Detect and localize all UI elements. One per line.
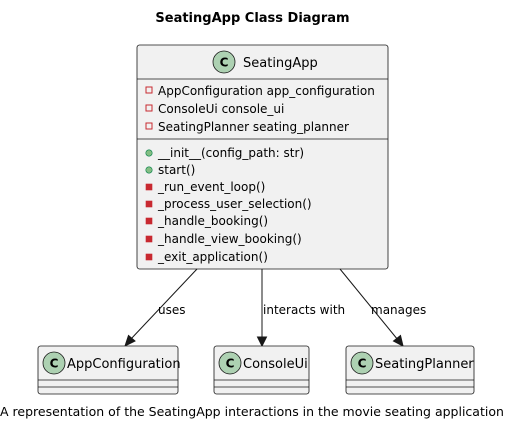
svg-text:C: C — [220, 56, 229, 70]
attribute: AppConfiguration app_configuration — [158, 84, 375, 98]
method-list: __init__(config_path: str) start() _run_… — [145, 146, 312, 264]
relation-label: manages — [371, 303, 426, 317]
relation-label: interacts with — [263, 303, 345, 317]
private-method-icon — [145, 200, 153, 208]
private-method-icon — [145, 253, 153, 261]
method: start() — [158, 163, 195, 177]
relation-manages: manages — [339, 268, 426, 347]
method: _run_event_loop() — [157, 180, 265, 194]
arrowhead-icon — [124, 334, 136, 347]
svg-text:C: C — [358, 357, 367, 371]
diagram-caption: A representation of the SeatingApp inter… — [0, 404, 505, 419]
arrowhead-icon — [256, 336, 268, 348]
class-seatingplanner[interactable]: C SeatingPlanner — [345, 345, 475, 395]
class-seatingapp[interactable]: C SeatingApp AppConfiguration app_config… — [136, 44, 389, 270]
method: _process_user_selection() — [157, 197, 312, 211]
class-name: SeatingApp — [243, 56, 318, 71]
relation-interacts-with: interacts with — [256, 269, 345, 348]
public-method-icon — [145, 166, 153, 174]
class-name: AppConfiguration — [67, 357, 181, 372]
class-consoleui[interactable]: C ConsoleUi — [213, 345, 310, 395]
method: __init__(config_path: str) — [157, 146, 304, 160]
method: _handle_view_booking() — [157, 232, 302, 246]
class-badge-icon: C — [42, 351, 66, 375]
attribute-list: AppConfiguration app_configuration Conso… — [145, 84, 375, 134]
method: _exit_application() — [157, 250, 268, 264]
class-badge-icon: C — [350, 351, 374, 375]
attribute: SeatingPlanner seating_planner — [158, 120, 349, 134]
private-field-icon — [145, 86, 153, 94]
attribute: ConsoleUi console_ui — [158, 102, 284, 116]
private-method-icon — [145, 217, 153, 225]
class-name: SeatingPlanner — [375, 357, 474, 372]
private-method-icon — [145, 235, 153, 243]
private-method-icon — [145, 183, 153, 191]
arrowhead-icon — [392, 334, 404, 347]
svg-text:C: C — [226, 357, 235, 371]
class-badge-icon: C — [218, 351, 242, 375]
class-badge-icon: C — [212, 50, 236, 74]
class-appconfiguration[interactable]: C AppConfiguration — [37, 345, 181, 395]
diagram-title: SeatingApp Class Diagram — [155, 11, 350, 26]
public-method-icon — [145, 149, 153, 157]
private-field-icon — [145, 122, 153, 130]
svg-text:C: C — [50, 357, 59, 371]
relation-label: uses — [158, 303, 186, 317]
method: _handle_booking() — [157, 214, 268, 228]
private-field-icon — [145, 104, 153, 112]
class-name: ConsoleUi — [243, 357, 308, 372]
relation-uses: uses — [124, 268, 198, 347]
